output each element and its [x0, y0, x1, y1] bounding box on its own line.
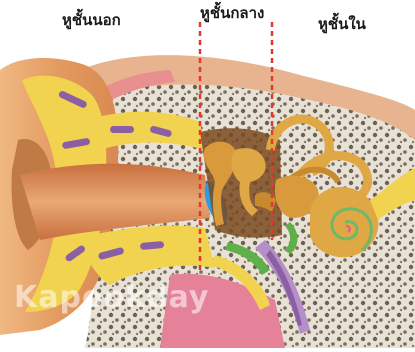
middle-ear-label: หูชั้นกลาง	[200, 1, 264, 25]
outer-ear-label: หูชั้นนอก	[62, 8, 121, 32]
watermark: Kapookday	[14, 280, 210, 315]
inner-ear-label: หูชั้นใน	[318, 12, 366, 36]
